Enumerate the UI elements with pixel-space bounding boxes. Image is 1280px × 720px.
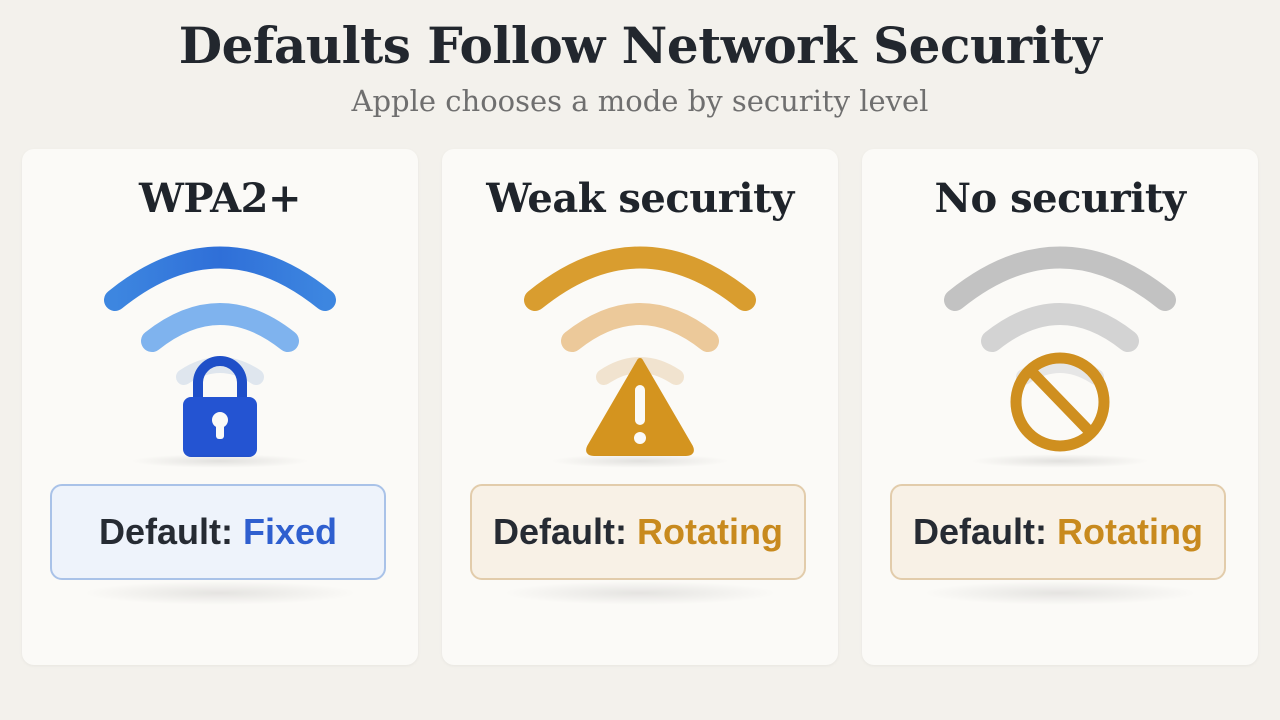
default-mode-badge: Default: Rotating — [890, 484, 1226, 580]
badge-prefix: Default: — [493, 511, 628, 552]
badge-value: Rotating — [1057, 511, 1203, 552]
badge-shadow — [922, 581, 1198, 605]
badge-prefix: Default: — [913, 511, 1048, 552]
page-title: Defaults Follow Network Security — [178, 16, 1102, 75]
badge-shadow — [502, 581, 778, 605]
default-mode-badge: Default: Fixed — [50, 484, 386, 580]
badge-prefix: Default: — [98, 511, 233, 552]
icon-shadow — [970, 454, 1150, 468]
badge-value: Fixed — [242, 511, 338, 552]
wifi-warning-icon — [524, 246, 756, 456]
badge-value: Rotating — [637, 511, 783, 552]
card-heading: No security — [934, 175, 1186, 222]
wifi-prohibited-icon — [944, 246, 1176, 452]
card-weak-security: Weak security Default: Rotating — [442, 149, 838, 665]
wifi-lock-icon — [104, 246, 336, 457]
card-wpa2: WPA2+ Default: Fixed — [22, 149, 418, 665]
icon-shadow — [130, 454, 310, 468]
default-mode-badge: Default: Rotating — [470, 484, 806, 580]
badge-shadow — [82, 581, 358, 605]
card-heading: Weak security — [486, 175, 794, 222]
icon-shadow — [550, 454, 730, 468]
card-heading: WPA2+ — [139, 175, 301, 222]
card-no-security: No security Default: Rotating — [862, 149, 1258, 665]
page-subtitle: Apple chooses a mode by security level — [351, 84, 929, 118]
